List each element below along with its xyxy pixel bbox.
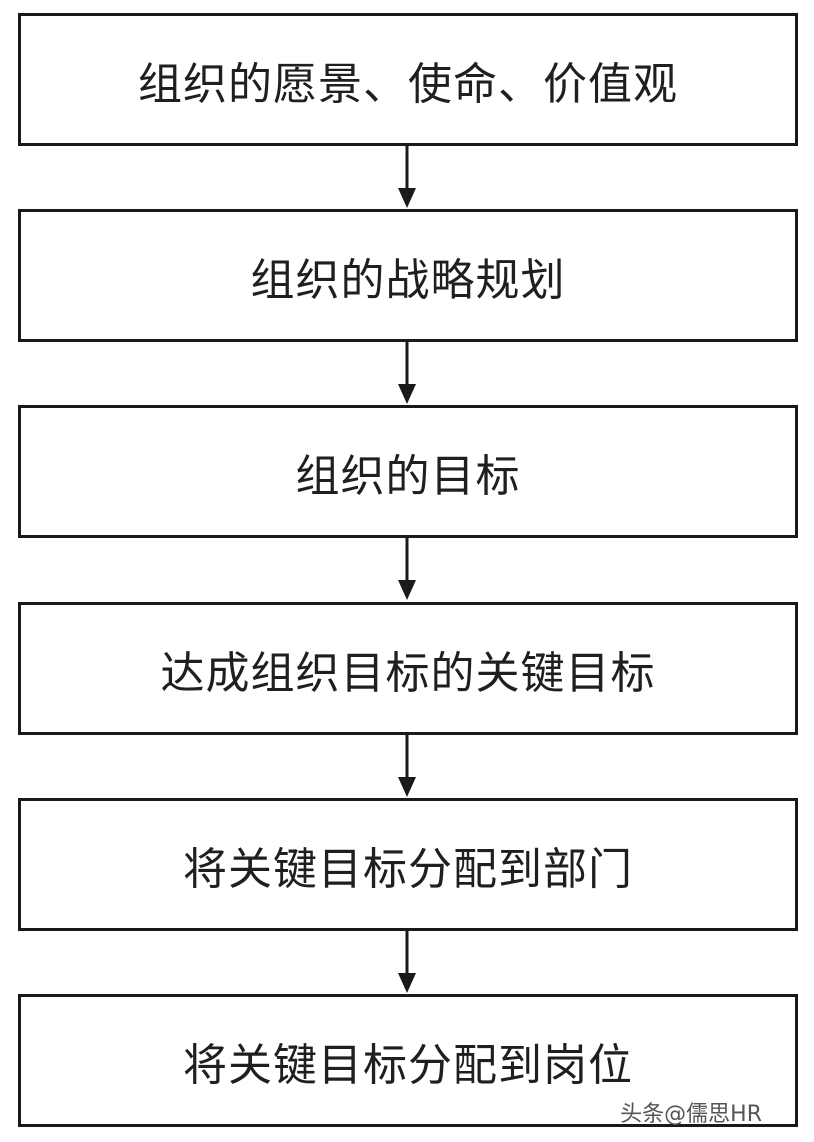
down-arrow-icon bbox=[398, 146, 416, 208]
flow-step-label: 组织的愿景、使命、价值观 bbox=[138, 58, 678, 110]
flow-step-label: 组织的战略规划 bbox=[250, 254, 566, 306]
flow-step-assign-to-departments: 将关键目标分配到部门 bbox=[18, 798, 798, 931]
flow-step-label: 组织的目标 bbox=[295, 450, 521, 502]
flow-step-vision-mission-values: 组织的愿景、使命、价值观 bbox=[18, 13, 798, 146]
watermark: 头条@儒思HR bbox=[620, 1102, 762, 1127]
flow-step-assign-to-positions: 将关键目标分配到岗位 bbox=[18, 994, 798, 1127]
flow-step-key-objectives: 达成组织目标的关键目标 bbox=[18, 602, 798, 735]
down-arrow-icon bbox=[398, 931, 416, 993]
flow-step-strategic-planning: 组织的战略规划 bbox=[18, 209, 798, 342]
down-arrow-icon bbox=[398, 735, 416, 797]
flow-step-label: 达成组织目标的关键目标 bbox=[160, 647, 656, 699]
flow-step-label: 将关键目标分配到部门 bbox=[183, 843, 633, 895]
down-arrow-icon bbox=[398, 342, 416, 404]
flow-step-organization-goals: 组织的目标 bbox=[18, 405, 798, 538]
down-arrow-icon bbox=[398, 538, 416, 600]
flow-step-label: 将关键目标分配到岗位 bbox=[183, 1039, 633, 1091]
